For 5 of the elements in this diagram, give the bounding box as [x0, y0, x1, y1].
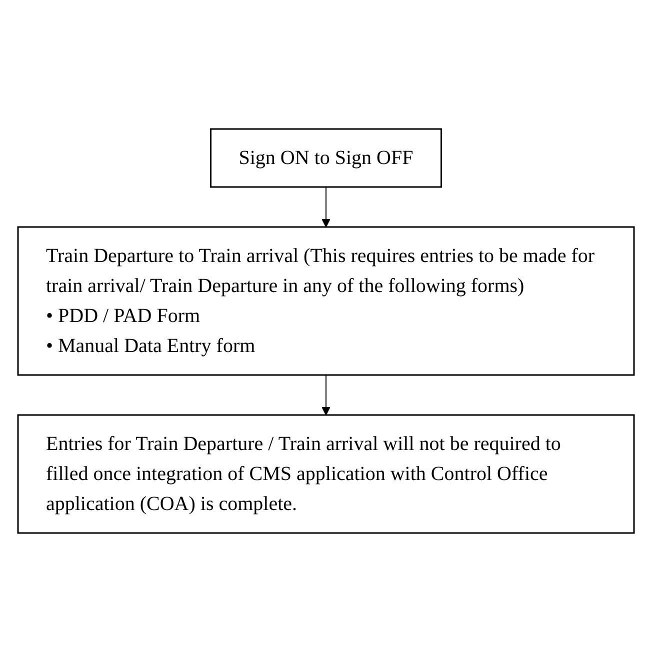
node-box: Train Departure to Train arrival (This requires entries to be made for train arrival/ Train Departure in any of the following forms) • PDD / PAD Form • Manual Data Entry form: [16, 226, 634, 376]
node-box: Entries for Train Departure / Train arrival will not be required to filled once integration of CMS application with Control Office application (COA) is complete.: [16, 414, 634, 534]
arrow: [321, 374, 330, 415]
arrow: [321, 186, 330, 227]
node-box: Sign ON to Sign OFF: [210, 128, 442, 188]
